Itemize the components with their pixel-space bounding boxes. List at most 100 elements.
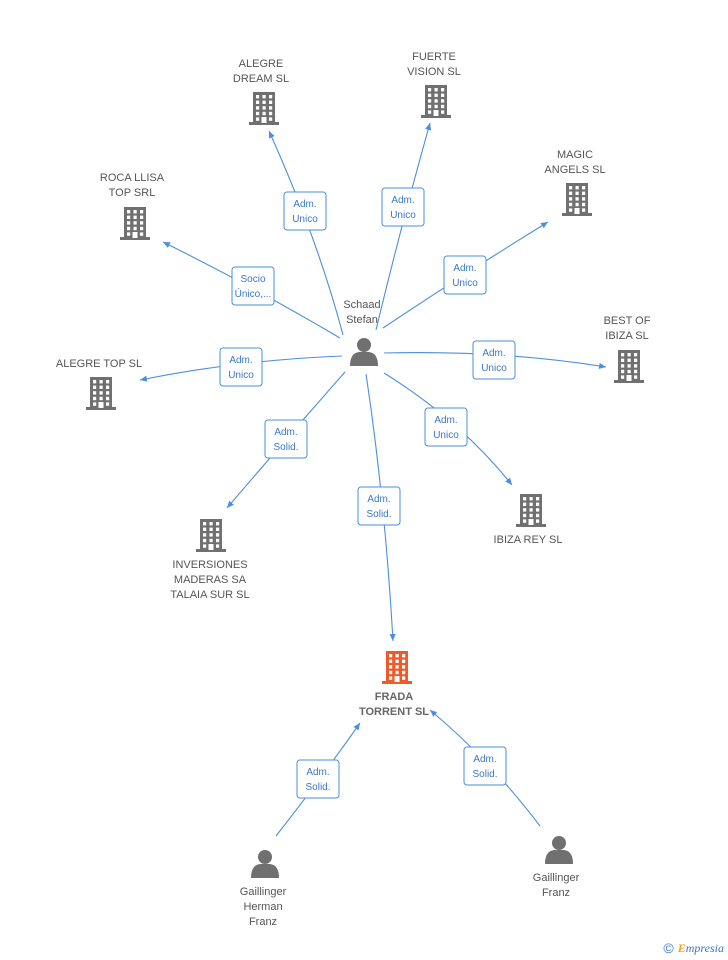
relation-box: [296, 759, 340, 799]
node-alegre-top[interactable]: ALEGRE TOP SL: [56, 358, 142, 410]
building-icon: [516, 494, 546, 527]
node-ibiza-rey[interactable]: IBIZA REY SL: [494, 494, 563, 546]
building-icon: [562, 183, 592, 216]
relation-label[interactable]: Adm. Unico: [381, 187, 425, 227]
node-label: Franz: [249, 916, 277, 928]
node-frada[interactable]: FRADA TORRENT SL: [359, 651, 429, 718]
relation-box: [443, 255, 487, 295]
building-icon: [421, 85, 451, 118]
relation-text: Adm.: [367, 494, 390, 505]
node-roca-llisa[interactable]: ROCA LLISA TOP SRL: [100, 172, 165, 240]
relation-box: [357, 486, 401, 526]
node-label: TALAIA SUR SL: [170, 589, 249, 601]
node-label: BEST OF: [604, 315, 651, 327]
relation-text: Solid.: [273, 442, 298, 453]
relation-box: [264, 419, 308, 459]
building-icon: [382, 651, 412, 684]
building-icon: [86, 377, 116, 410]
relation-box: [219, 347, 263, 387]
node-label: ALEGRE TOP SL: [56, 358, 142, 370]
relation-label[interactable]: Adm. Solid.: [264, 419, 308, 459]
relation-text: Adm.: [274, 427, 297, 438]
relation-label[interactable]: Adm. Solid.: [357, 486, 401, 526]
edge-r_fuerte_vision: [375, 122, 432, 331]
relation-text: Solid.: [366, 509, 391, 520]
node-alegre-dream[interactable]: ALEGRE DREAM SL: [233, 58, 289, 125]
relation-label[interactable]: Adm. Unico: [472, 340, 516, 380]
relation-text: Adm.: [306, 767, 329, 778]
relation-label[interactable]: Adm. Solid.: [296, 759, 340, 799]
node-label: DREAM SL: [233, 73, 289, 85]
relation-text: Solid.: [472, 769, 497, 780]
relation-text: Unico: [390, 210, 416, 221]
relation-label[interactable]: Adm. Unico: [283, 191, 327, 231]
edge-r_alegre_dream: [268, 130, 344, 336]
relation-text: Adm.: [293, 199, 316, 210]
relation-text: Adm.: [229, 355, 252, 366]
relation-text: Unico: [452, 278, 478, 289]
node-label: Gaillinger: [240, 886, 287, 898]
relation-text: Unico: [481, 363, 507, 374]
relation-text: Socio: [240, 274, 265, 285]
relation-label[interactable]: SocioÚnico,...: [231, 266, 275, 306]
node-best-of-ibiza[interactable]: BEST OF IBIZA SL: [604, 315, 651, 383]
node-inversiones[interactable]: INVERSIONES MADERAS SA TALAIA SUR SL: [170, 519, 250, 601]
relation-text: Unico: [228, 370, 254, 381]
node-label: Franz: [542, 887, 570, 899]
person-icon: [545, 836, 573, 864]
relation-box: [463, 746, 507, 786]
relation-box: [424, 407, 468, 447]
node-label: ROCA LLISA: [100, 172, 165, 184]
relation-text: Unico: [433, 430, 459, 441]
relation-label[interactable]: Adm. Solid.: [463, 746, 507, 786]
node-fuerte-vision[interactable]: FUERTE VISION SL: [407, 51, 461, 118]
node-label: FUERTE: [412, 51, 456, 63]
building-icon: [249, 92, 279, 125]
node-label: Schaad: [343, 299, 380, 311]
person-icon: [251, 850, 279, 878]
relation-label[interactable]: Adm. Unico: [424, 407, 468, 447]
relation-label[interactable]: Adm. Unico: [443, 255, 487, 295]
copyright-icon: ©: [663, 940, 674, 956]
node-label: TOP SRL: [109, 187, 156, 199]
node-label: INVERSIONES: [172, 559, 247, 571]
relation-text: Adm.: [391, 195, 414, 206]
node-label: IBIZA REY SL: [494, 534, 563, 546]
node-label: ANGELS SL: [544, 164, 605, 176]
node-label: VISION SL: [407, 66, 461, 78]
node-label: FRADA: [375, 691, 414, 703]
node-label: TORRENT SL: [359, 706, 429, 718]
relation-label[interactable]: Adm. Unico: [219, 347, 263, 387]
node-label: ALEGRE: [239, 58, 284, 70]
node-label: MAGIC: [557, 149, 593, 161]
building-icon: [196, 519, 226, 552]
relation-text: Único,...: [235, 287, 272, 300]
relation-box: [472, 340, 516, 380]
relation-box: [231, 266, 275, 306]
brand-logo: Empresia: [677, 940, 724, 955]
footer-brand[interactable]: © Empresia: [663, 940, 724, 956]
node-label: MADERAS SA: [174, 574, 247, 586]
node-label: IBIZA SL: [605, 330, 648, 342]
node-label: Herman: [243, 901, 282, 913]
person-icon: [350, 338, 378, 366]
relation-text: Adm.: [453, 263, 476, 274]
node-magic-angels[interactable]: MAGIC ANGELS SL: [544, 149, 606, 216]
node-label: Gaillinger: [533, 872, 580, 884]
relation-text: Unico: [292, 214, 318, 225]
relations-layer: Adm.UnicoAdm.UnicoAdm.UnicoSocioÚnico,..…: [219, 187, 516, 799]
relation-text: Solid.: [305, 782, 330, 793]
relation-box: [283, 191, 327, 231]
relation-box: [381, 187, 425, 227]
relation-text: Adm.: [482, 348, 505, 359]
building-icon: [614, 350, 644, 383]
edges-layer: [139, 122, 607, 837]
node-label: Stefan: [346, 314, 378, 326]
relation-text: Adm.: [434, 415, 457, 426]
relation-text: Adm.: [473, 754, 496, 765]
